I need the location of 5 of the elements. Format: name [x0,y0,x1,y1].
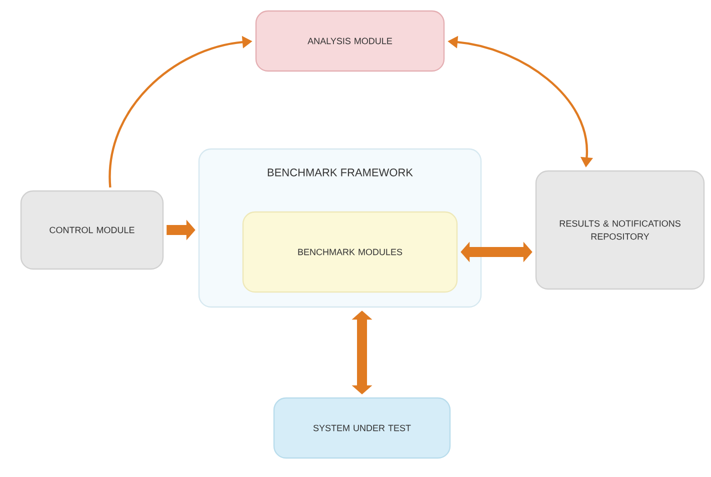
module-box: ANALYSIS MODULE [255,10,445,72]
repository-box: RESULTS & NOTIFICATIONS REPOSITORY [535,170,705,290]
module-box: CONTROL MODULE [20,190,164,270]
system-box: SYSTEM UNDER TEST [273,397,451,459]
module-box: BENCHMARK MODULES [242,211,458,293]
